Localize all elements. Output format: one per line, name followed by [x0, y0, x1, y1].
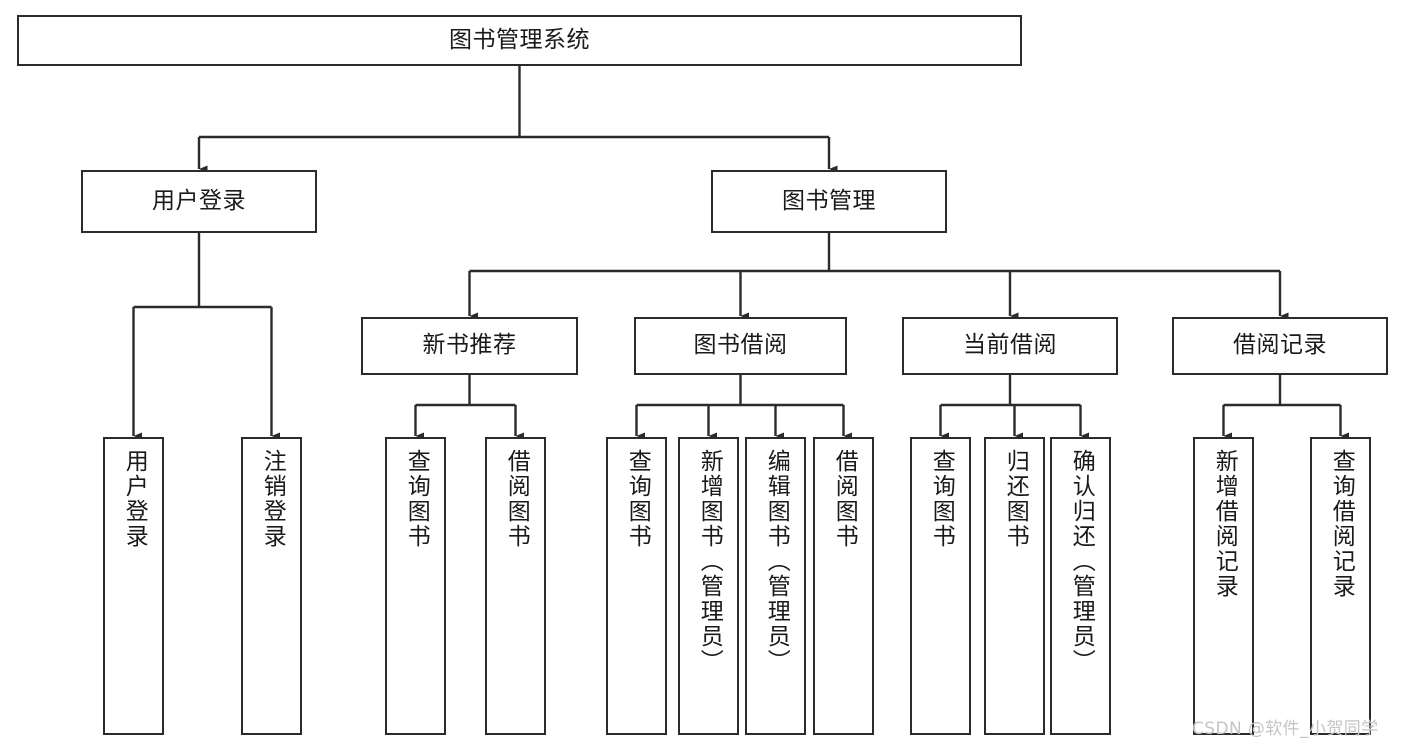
node-root-label: 图书管理系统 — [449, 26, 590, 53]
leaf-query-book-a[interactable]: 查询图书 — [385, 437, 446, 735]
node-borrow-record[interactable]: 借阅记录 — [1172, 317, 1388, 375]
leaf-query-borrow-record[interactable]: 查询借阅记录 — [1310, 437, 1371, 735]
leaf-confirm-return[interactable]: 确认归还（管理员） — [1050, 437, 1111, 735]
leaf-borrow-book-b-label: 借阅图书 — [831, 449, 858, 549]
leaf-borrow-book-a[interactable]: 借阅图书 — [485, 437, 546, 735]
leaf-borrow-book-a-label: 借阅图书 — [503, 449, 530, 549]
csdn-watermark: CSDN @软件_小贺同学 — [1192, 719, 1379, 739]
leaf-query-book-a-label: 查询图书 — [403, 449, 430, 549]
leaf-query-book-b[interactable]: 查询图书 — [606, 437, 667, 735]
leaf-add-book-label: 新增图书（管理员） — [696, 449, 723, 674]
leaf-logout-label: 注销登录 — [259, 449, 286, 549]
leaf-edit-book-label: 编辑图书（管理员） — [763, 449, 790, 674]
node-current-borrow-label: 当前借阅 — [963, 332, 1057, 359]
leaf-query-borrow-record-label: 查询借阅记录 — [1328, 449, 1355, 599]
leaf-add-borrow-record[interactable]: 新增借阅记录 — [1193, 437, 1254, 735]
node-current-borrow[interactable]: 当前借阅 — [902, 317, 1118, 375]
leaf-user-login-label: 用户登录 — [121, 449, 148, 549]
leaf-user-login[interactable]: 用户登录 — [103, 437, 164, 735]
node-borrow-record-label: 借阅记录 — [1233, 332, 1327, 359]
node-new-book-recommend[interactable]: 新书推荐 — [361, 317, 578, 375]
node-root[interactable]: 图书管理系统 — [17, 15, 1022, 66]
leaf-edit-book[interactable]: 编辑图书（管理员） — [745, 437, 806, 735]
leaf-query-book-c-label: 查询图书 — [928, 449, 955, 549]
leaf-query-book-b-label: 查询图书 — [624, 449, 651, 549]
node-user-login-label: 用户登录 — [152, 187, 246, 214]
node-book-borrow[interactable]: 图书借阅 — [634, 317, 847, 375]
leaf-query-book-c[interactable]: 查询图书 — [910, 437, 971, 735]
leaf-return-book[interactable]: 归还图书 — [984, 437, 1045, 735]
leaf-logout[interactable]: 注销登录 — [241, 437, 302, 735]
node-user-login[interactable]: 用户登录 — [81, 170, 317, 233]
leaf-add-borrow-record-label: 新增借阅记录 — [1211, 449, 1238, 599]
node-new-book-recommend-label: 新书推荐 — [422, 332, 517, 359]
node-book-manage[interactable]: 图书管理 — [711, 170, 947, 233]
leaf-return-book-label: 归还图书 — [1002, 449, 1029, 549]
node-book-borrow-label: 图书借阅 — [693, 332, 788, 359]
node-book-manage-label: 图书管理 — [782, 187, 876, 214]
leaf-add-book[interactable]: 新增图书（管理员） — [678, 437, 739, 735]
leaf-confirm-return-label: 确认归还（管理员） — [1068, 449, 1095, 674]
leaf-borrow-book-b[interactable]: 借阅图书 — [813, 437, 874, 735]
